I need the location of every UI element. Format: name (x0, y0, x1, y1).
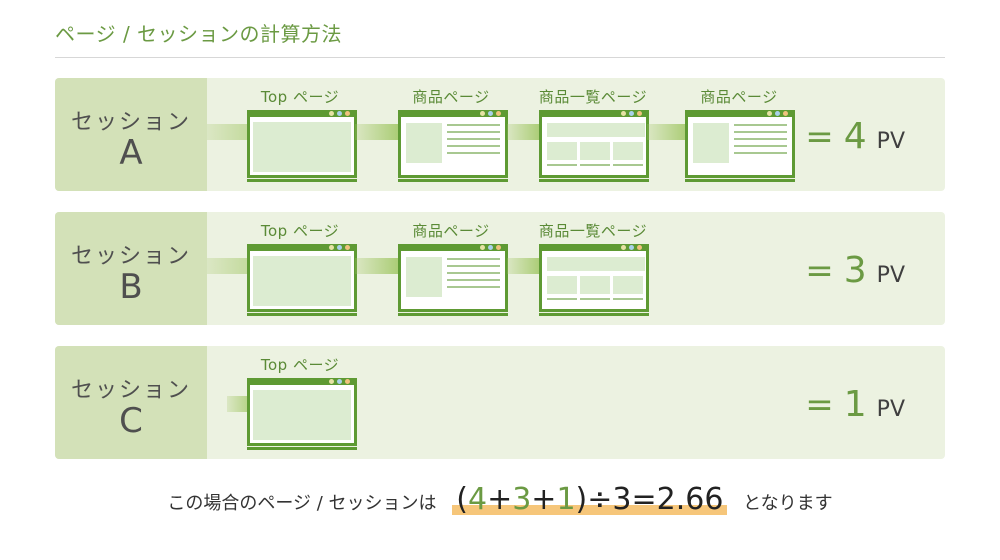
formula-plus: + (531, 482, 557, 517)
session-b-row: セッション B Top ページ 商品ページ 商品一覧ページ = 3 PV (55, 212, 945, 325)
pv-unit: PV (876, 397, 905, 422)
formula-result: 2.66 (656, 482, 724, 517)
pv-count: = 4 PV (805, 116, 905, 157)
equals-sign: = (805, 385, 834, 425)
list-page-browser-icon (539, 110, 649, 182)
formula-highlight (452, 505, 728, 515)
product-page-browser-icon (685, 110, 795, 182)
formula-c: 1 (556, 482, 576, 517)
session-letter: B (119, 267, 143, 307)
page-label: Top ページ (260, 222, 340, 240)
title-divider (55, 57, 945, 58)
session-a-label: セッション A (55, 78, 207, 191)
formula-open-paren: ( (456, 482, 468, 517)
pv-number: 3 (843, 250, 867, 291)
session-c-row: セッション C Top ページ = 1 PV (55, 346, 945, 459)
pv-count: = 1 PV (805, 384, 905, 425)
session-letter: A (119, 133, 143, 173)
top-page-browser-icon (247, 378, 357, 450)
product-page-browser-icon (398, 110, 508, 182)
page-label: 商品ページ (700, 88, 778, 106)
formula-divide: ÷ (587, 482, 613, 517)
formula-plus: + (487, 482, 513, 517)
session-word: セッション (70, 378, 191, 403)
formula-equals: = (631, 482, 657, 517)
summary-suffix: となります (743, 493, 833, 514)
session-letter: C (119, 401, 143, 441)
page-label: 商品一覧ページ (538, 222, 648, 240)
top-page-browser-icon (247, 244, 357, 316)
formula-denominator: 3 (612, 482, 632, 517)
equals-sign: = (805, 117, 834, 157)
session-word: セッション (70, 110, 191, 135)
session-b-label: セッション B (55, 212, 207, 325)
pv-number: 1 (843, 384, 867, 425)
pv-count: = 3 PV (805, 250, 905, 291)
page-title: ページ / セッションの計算方法 (55, 22, 343, 46)
formula-b: 3 (512, 482, 532, 517)
session-c-label: セッション C (55, 346, 207, 459)
pv-number: 4 (843, 116, 867, 157)
session-word: セッション (70, 244, 191, 269)
summary-sentence: この場合のページ / セッションは (4+3+1)÷3=2.66 となります (0, 482, 1000, 517)
pv-unit: PV (876, 129, 905, 154)
summary-prefix: この場合のページ / セッションは (167, 493, 437, 514)
formula-a: 4 (467, 482, 488, 517)
pv-unit: PV (876, 263, 905, 288)
formula-close-paren: ) (575, 482, 588, 517)
list-page-browser-icon (539, 244, 649, 316)
page-label: 商品一覧ページ (538, 88, 648, 106)
equals-sign: = (805, 251, 834, 291)
product-page-browser-icon (398, 244, 508, 316)
page-label: 商品ページ (412, 88, 490, 106)
page-label: Top ページ (260, 88, 340, 106)
top-page-browser-icon (247, 110, 357, 182)
page-label: Top ページ (260, 356, 340, 374)
formula: (4+3+1)÷3=2.66 (452, 482, 728, 517)
page-label: 商品ページ (412, 222, 490, 240)
session-a-row: セッション A Top ページ 商品ページ 商品一覧ページ 商品ページ = 4 … (55, 78, 945, 191)
